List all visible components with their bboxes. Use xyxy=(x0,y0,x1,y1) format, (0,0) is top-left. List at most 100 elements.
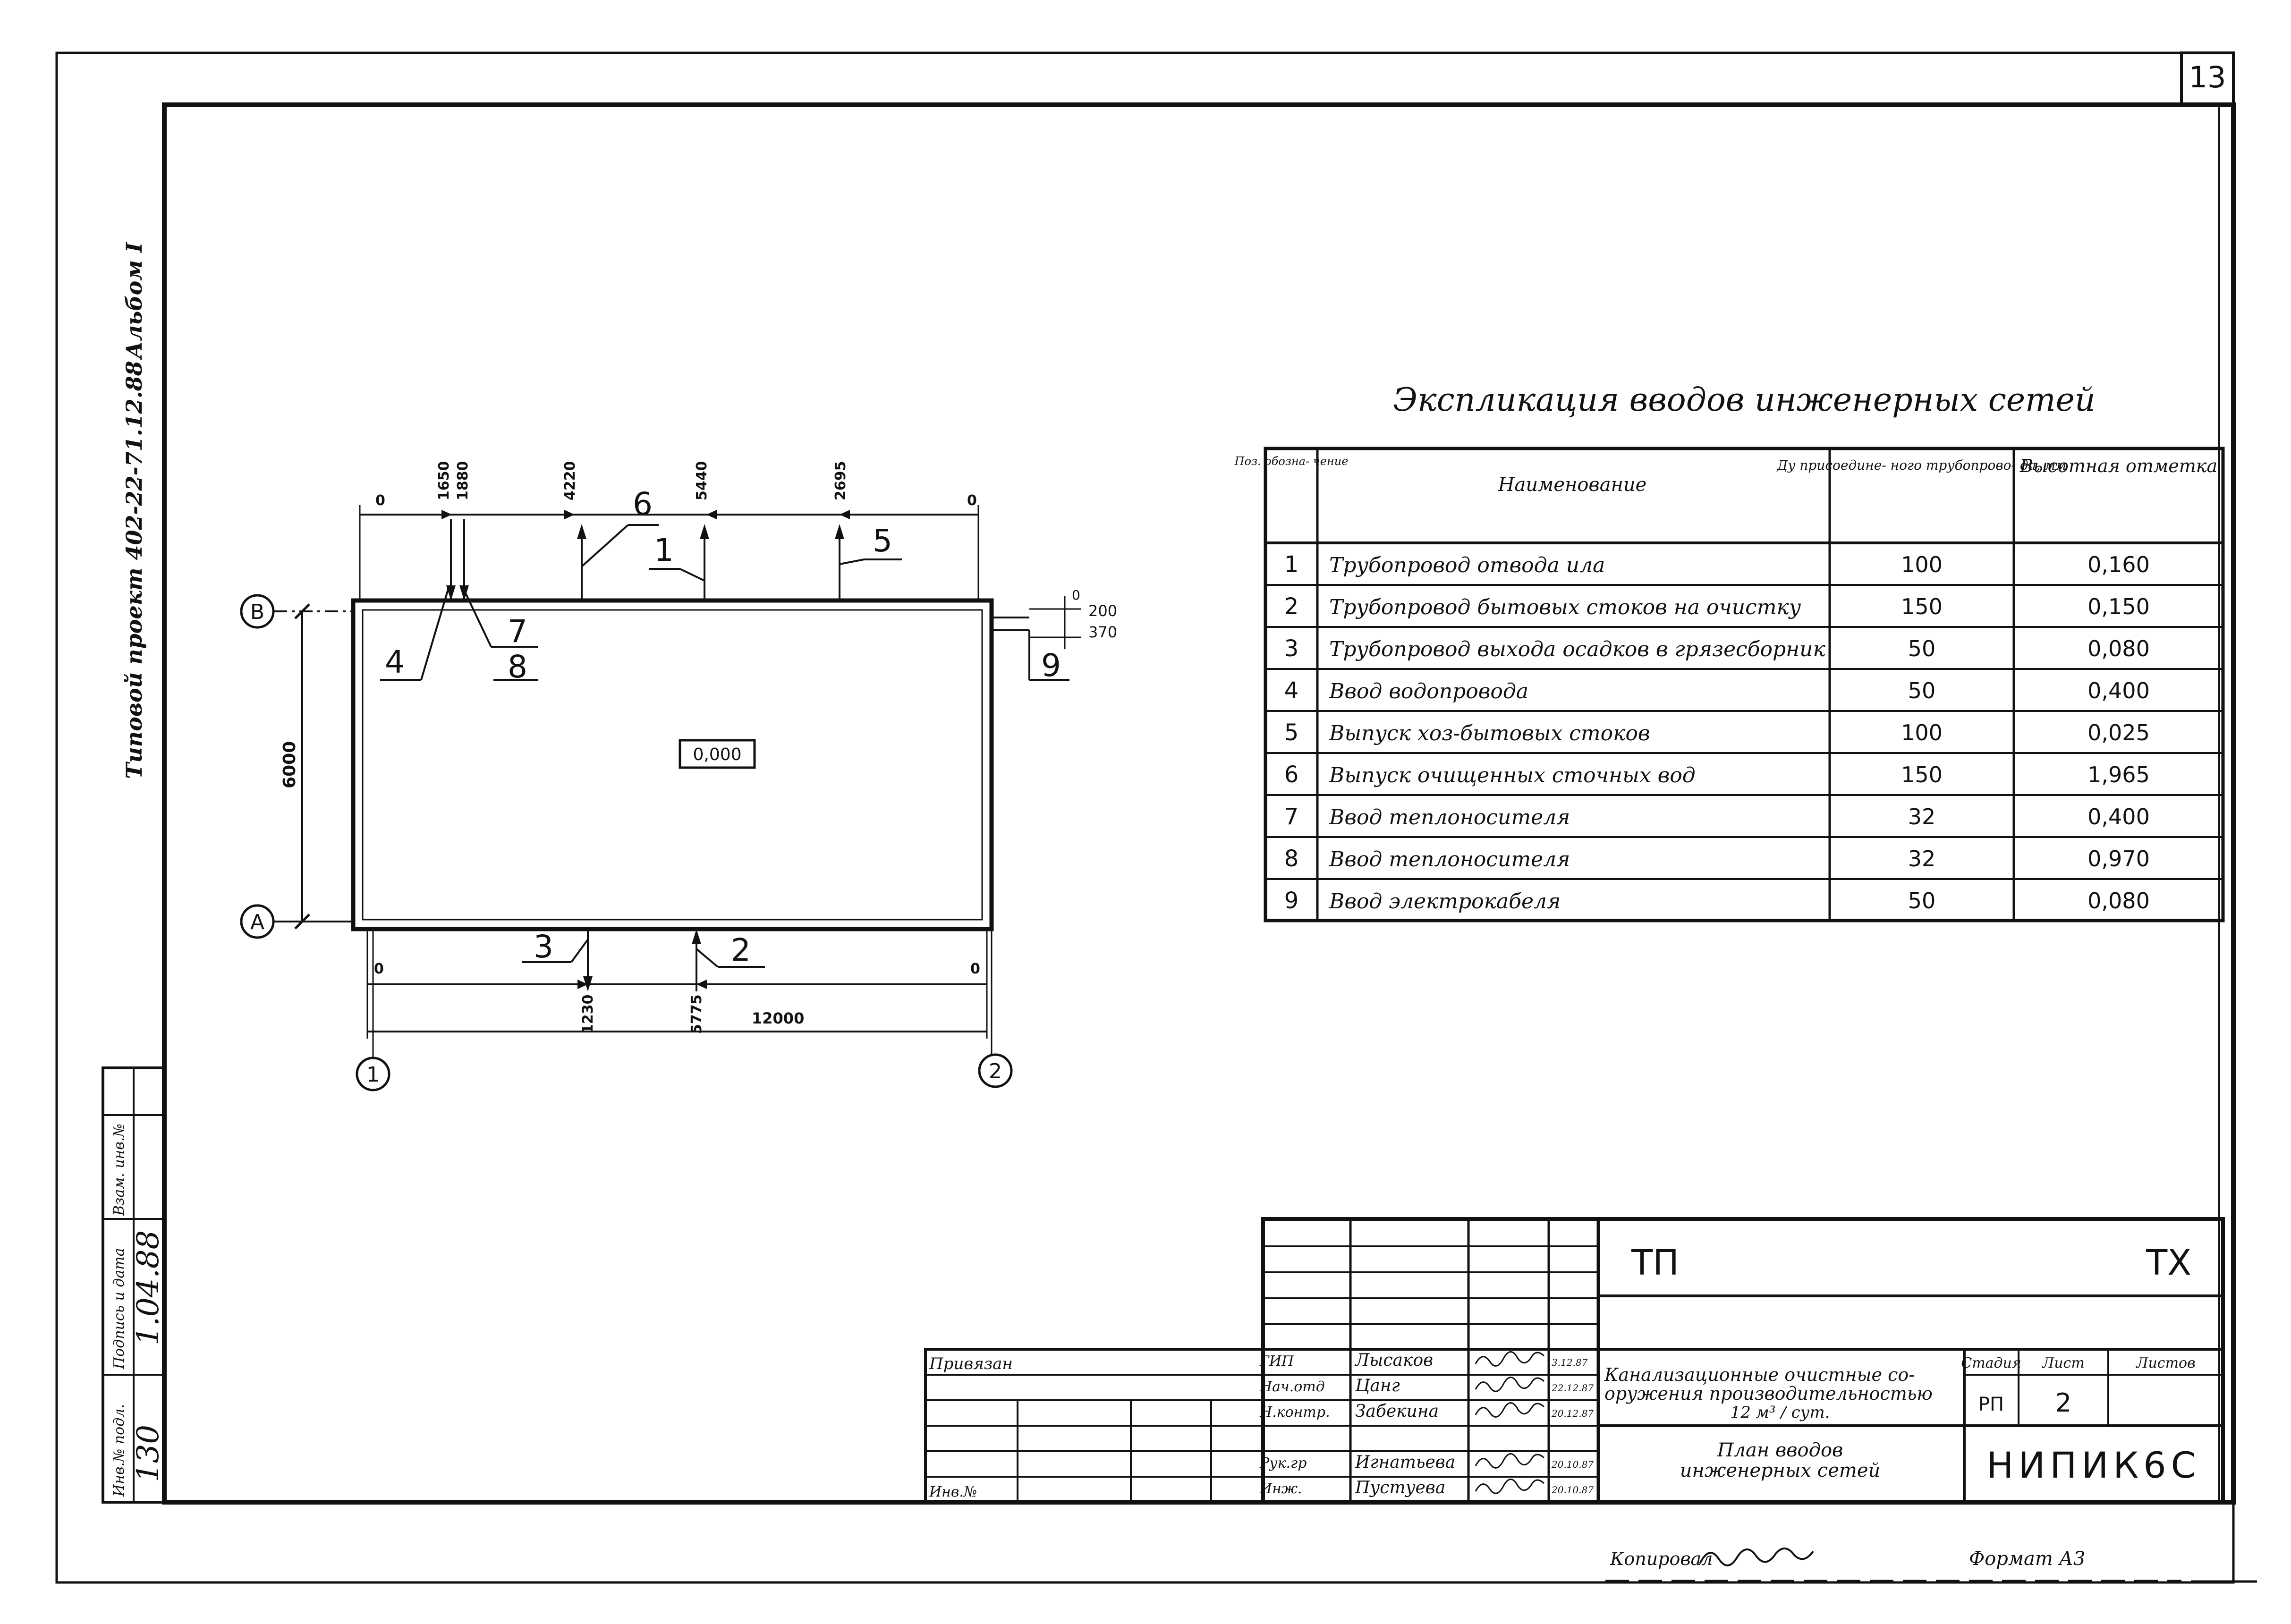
staff-signature xyxy=(1475,1402,1545,1418)
right-dim-370: 370 xyxy=(1088,623,1117,641)
row-pos: 6 xyxy=(1284,761,1299,788)
row-pos: 3 xyxy=(1284,635,1299,662)
staff-name: Пустуева xyxy=(1355,1478,1445,1497)
outlet-1 xyxy=(700,524,709,601)
staff-date: 20.10.87 xyxy=(1551,1484,1594,1496)
staff-signature xyxy=(1475,1453,1545,1469)
stamp-value-inv: 130 xyxy=(131,1425,166,1482)
row-du: 150 xyxy=(1901,762,1943,787)
building-plan: В А 1 2 6000 xyxy=(240,461,1117,1091)
dim-height-label: 6000 xyxy=(280,741,299,788)
right-dim-0: 0 xyxy=(1072,587,1080,603)
staff-role: Н.контр. xyxy=(1259,1404,1330,1421)
header-du: Ду присоедине- ного трубопрово- да, мм xyxy=(1776,457,2066,473)
stamp-header-sign: Подпись и дата xyxy=(111,1248,127,1370)
row-pos: 7 xyxy=(1284,804,1299,830)
dim-width-label: 12000 xyxy=(752,1009,804,1027)
project-name-line1: Канализационные очистные со- xyxy=(1604,1364,1915,1385)
sheet-label: Лист xyxy=(2041,1355,2085,1371)
side-strip: Типовой проект 402-22-71.12.88 Альбом I … xyxy=(102,242,166,1504)
inlet-2 xyxy=(692,929,701,991)
floor-mark: 0,000 xyxy=(679,739,756,769)
row-du: 32 xyxy=(1908,846,1936,871)
row-name: Ввод теплоносителя xyxy=(1329,847,1570,871)
explication-table: Экспликация вводов инженерных сетей Поз.… xyxy=(1234,381,2225,922)
bottom-dim-chain: 0 1230 5775 0 12000 xyxy=(366,929,988,1039)
callout-9: 9 xyxy=(1028,630,1069,684)
outlet-3 xyxy=(583,929,593,991)
sheet-value: 2 xyxy=(2055,1388,2071,1418)
top-dim-0-right: 0 xyxy=(967,492,977,509)
header-name: Наименование xyxy=(1498,474,1647,496)
outlet-6 xyxy=(577,524,586,601)
axis-a: А xyxy=(240,904,353,939)
staff-role: ГИП xyxy=(1259,1353,1294,1370)
callout-7: 7 xyxy=(463,590,538,650)
axis-a-label: А xyxy=(250,910,264,934)
callout-3-label: 3 xyxy=(534,929,553,965)
row-name: Ввод теплоносителя xyxy=(1329,805,1570,829)
header-mark: Высотная отметка xyxy=(2019,456,2217,476)
staff-role: Рук.гр xyxy=(1259,1455,1307,1472)
row-pos: 2 xyxy=(1284,593,1299,620)
stamp-header-inv: Инв.№ подл. xyxy=(111,1404,127,1497)
callout-8-label: 8 xyxy=(508,649,527,685)
row-name: Ввод водопровода xyxy=(1329,679,1528,703)
callout-6: 6 xyxy=(581,486,659,567)
project-name-line3: 12 м³ / сут. xyxy=(1731,1403,1830,1422)
staff-name: Цанг xyxy=(1355,1376,1400,1396)
page-number: 13 xyxy=(2189,60,2226,94)
row-name: Трубопровод бытовых стоков на очистку xyxy=(1329,595,1801,619)
top-dim-0-left: 0 xyxy=(375,492,385,509)
staff-signature xyxy=(1475,1479,1545,1494)
dim-height: 6000 xyxy=(280,603,310,930)
row-pos: 1 xyxy=(1284,551,1299,578)
row-du: 100 xyxy=(1901,720,1943,745)
callout-7-label: 7 xyxy=(508,613,527,650)
row-mark: 0,080 xyxy=(2087,888,2150,914)
sheet-name-line1: План вводов xyxy=(1717,1439,1843,1461)
row-name: Выпуск очищенных сточных вод xyxy=(1329,763,1696,787)
table-title: Экспликация вводов инженерных сетей xyxy=(1393,381,2096,419)
staff-row: Инж. Пустуева 20.10.87 xyxy=(1259,1478,1594,1497)
staff-role: Инж. xyxy=(1259,1480,1302,1497)
inv-label: Инв.№ xyxy=(929,1484,977,1500)
stage-value: РП xyxy=(1978,1394,2004,1415)
sheet-frame: 13 xyxy=(55,51,2236,1584)
axis-1: 1 xyxy=(356,929,390,1091)
top-dim-4220: 4220 xyxy=(562,461,578,501)
row-mark: 0,150 xyxy=(2087,594,2150,619)
row-pos: 9 xyxy=(1284,888,1299,914)
row-pos: 8 xyxy=(1284,846,1299,872)
row-name: Ввод электрокабеля xyxy=(1329,889,1561,914)
row-name: Трубопровод отвода ила xyxy=(1329,553,1605,577)
staff-date: 20.10.87 xyxy=(1551,1459,1594,1470)
inlet-9: 0 200 370 xyxy=(992,587,1117,649)
right-dim-200: 200 xyxy=(1088,602,1117,620)
callout-4-label: 4 xyxy=(385,644,405,680)
inlets-4-7-8 xyxy=(446,519,469,601)
sheet-name-line2: инженерных сетей xyxy=(1680,1460,1881,1481)
row-du: 50 xyxy=(1908,678,1936,703)
staff-signature xyxy=(1475,1377,1545,1392)
bottom-dim-0-left: 0 xyxy=(374,961,384,977)
row-du: 50 xyxy=(1908,636,1936,661)
callout-9-label: 9 xyxy=(1041,647,1061,684)
tx-code: ТХ xyxy=(2146,1243,2191,1283)
callout-3: 3 xyxy=(522,929,589,965)
staff-name: Лысаков xyxy=(1354,1351,1433,1370)
sheets-label: Листов xyxy=(2135,1355,2195,1371)
